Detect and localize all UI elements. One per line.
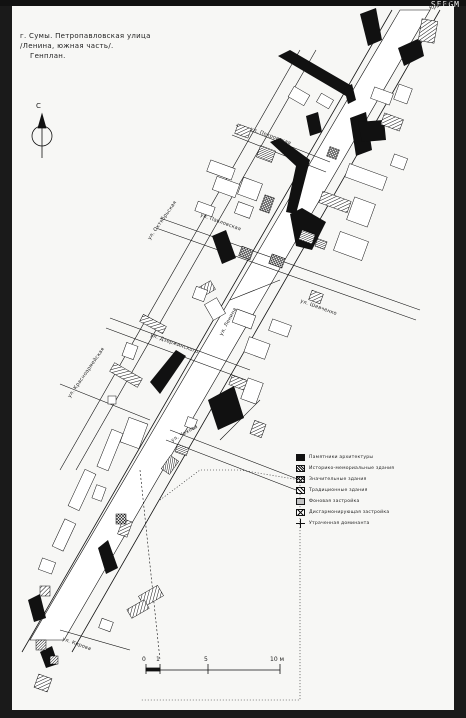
legend-label: Значительные здания <box>309 477 367 482</box>
monument-buildings <box>28 8 424 668</box>
legend-swatch-plus <box>296 519 305 528</box>
scale-labels: 0 1 5 10 м <box>140 656 290 676</box>
scale-label-10: 10 м <box>270 656 285 663</box>
legend-swatch-diag <box>296 487 305 494</box>
scale-label-5: 5 <box>204 656 208 663</box>
map-title-line-1: г. Сумы. Петропавловская улица <box>20 32 151 40</box>
main-street <box>21 9 441 653</box>
legend-swatch-solid <box>296 454 305 461</box>
scale-bar <box>145 664 281 674</box>
legend-swatch-dense <box>296 465 305 472</box>
legend-label: Памятники архитектуры <box>309 455 374 460</box>
legend-item: Фоновая застройка <box>296 496 436 507</box>
legend-swatch-cross <box>296 476 305 483</box>
legend-swatch-dots <box>296 498 305 505</box>
street-label-pavlovskaya: ул. Павловская <box>199 212 241 232</box>
street-grid <box>59 49 421 701</box>
legend-item: Дисгармонирующая застройка <box>296 507 436 518</box>
legend-item: Историко-мемориальные здания <box>296 463 436 474</box>
scale-label-0: 0 <box>142 656 146 663</box>
map-title-line-2: /Ленина, южная часть/. <box>20 42 114 50</box>
legend-label: Дисгармонирующая застройка <box>309 510 390 515</box>
north-arrow-label: С <box>36 102 41 110</box>
top-bar <box>0 0 466 6</box>
legend-label: Фоновая застройка <box>309 499 360 504</box>
significant-buildings <box>115 146 340 525</box>
scale-label-1: 1 <box>156 656 160 663</box>
legend-item: Памятники архитектуры <box>296 452 436 463</box>
street-label-oktyabrskaya: ул. Октябрьская <box>147 200 178 241</box>
legend-item: Традиционные здания <box>296 485 436 496</box>
map-title-line-3: Генплан. <box>30 52 66 60</box>
legend-label: Традиционные здания <box>309 488 368 493</box>
background-buildings <box>38 83 413 633</box>
north-arrow <box>31 112 53 158</box>
street-label-top-right: Красная площадь <box>429 0 466 12</box>
legend-swatch-x <box>296 509 305 516</box>
legend-label: Утраченная доминанта <box>309 521 370 526</box>
corner-logo: SEEGM <box>430 0 460 9</box>
traditional-buildings <box>33 18 439 693</box>
legend-item: Значительные здания <box>296 474 436 485</box>
street-label-dzerzhinskogo: ул. Дзержинского <box>149 332 199 355</box>
legend-item: Утраченная доминанта <box>296 518 436 529</box>
street-label-krasnoarm: ул. Красноармейская <box>66 346 106 399</box>
memorial-buildings <box>35 145 328 665</box>
street-label-bottom: ул. Кирова <box>61 636 92 652</box>
legend-label: Историко-мемориальные здания <box>309 466 395 471</box>
